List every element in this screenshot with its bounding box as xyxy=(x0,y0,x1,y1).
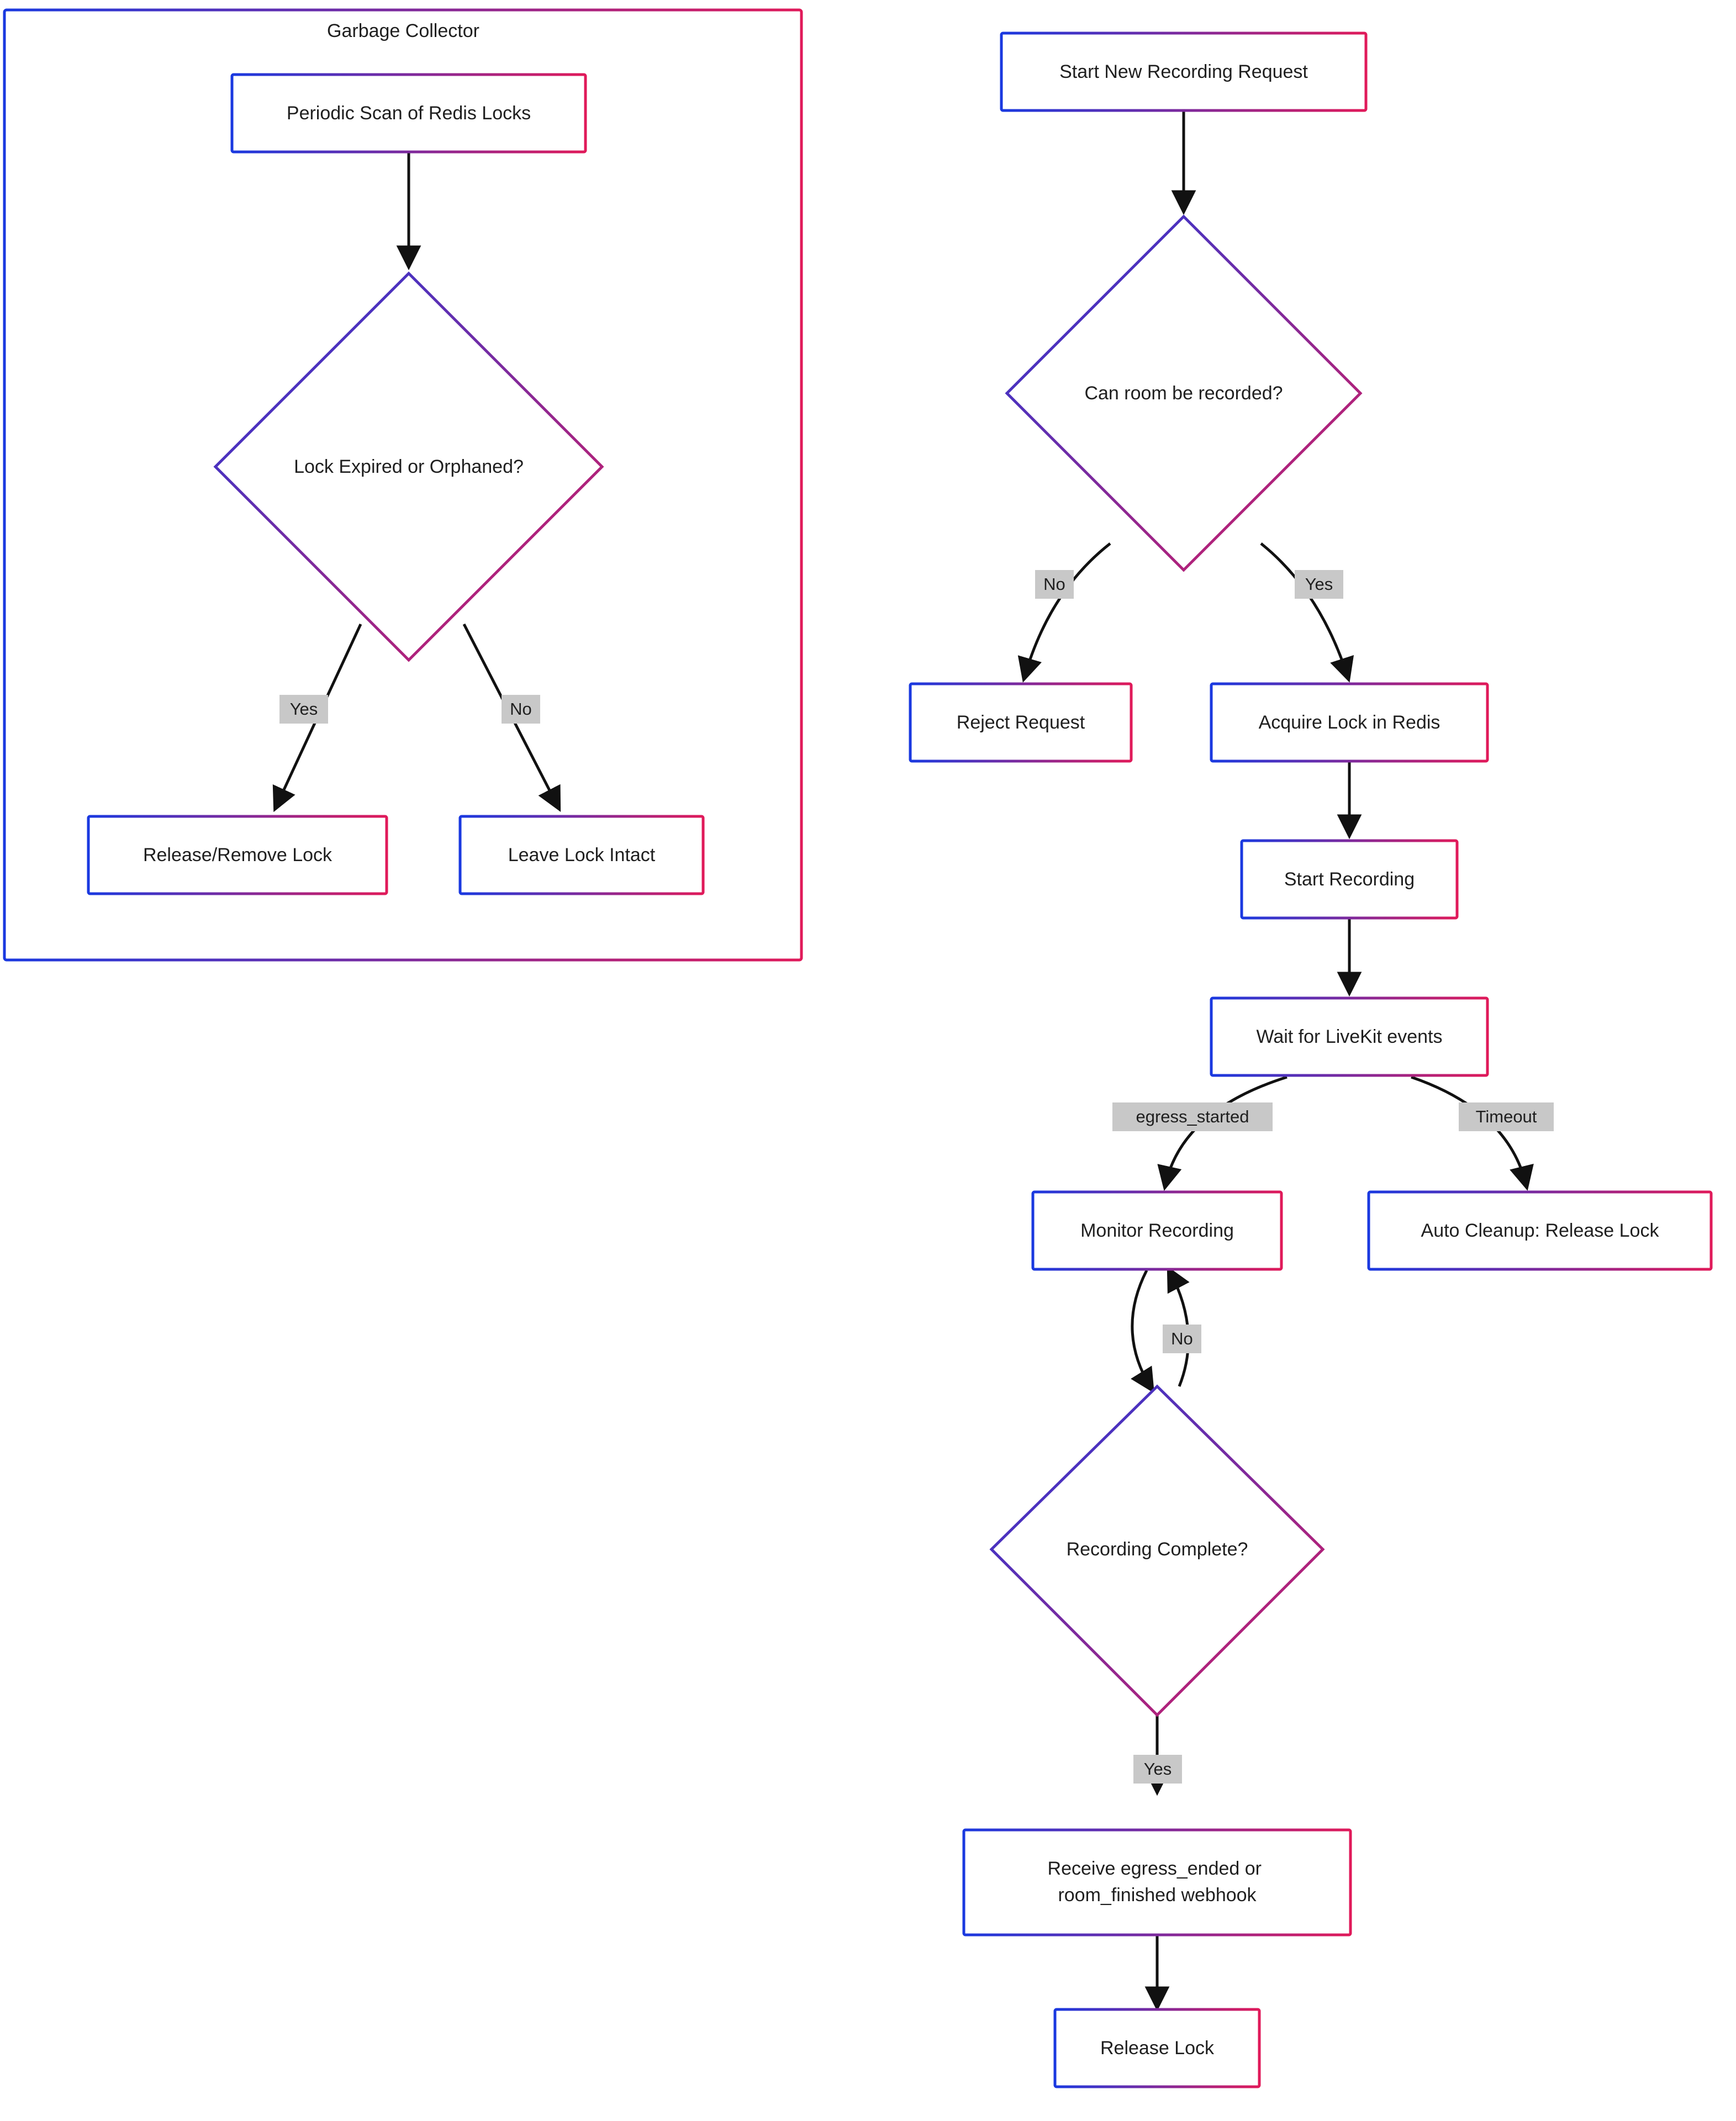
edge-label-bg xyxy=(502,695,540,724)
node-label: Can room be recorded? xyxy=(1084,383,1283,404)
cluster-title: Garbage Collector xyxy=(327,20,479,41)
edge-canrec-to-acquire xyxy=(1260,542,1354,683)
node-shape xyxy=(458,815,705,895)
node-label: Start New Recording Request xyxy=(1059,61,1308,82)
node-label: Release Lock xyxy=(1100,2038,1215,2059)
node-shape xyxy=(1031,1190,1283,1271)
edge-label-bg xyxy=(1295,570,1343,599)
node-shape xyxy=(1240,839,1459,920)
edge-label-canrec-yes: Yes xyxy=(1295,570,1343,599)
node-shape xyxy=(87,815,388,895)
edge-label: egress_started xyxy=(1136,1107,1249,1126)
node-label: Monitor Recording xyxy=(1080,1220,1234,1241)
node-label-line-2: room_finished webhook xyxy=(1058,1885,1257,1906)
edge-label-canrec-no: No xyxy=(1035,570,1074,599)
node-label: Recording Complete? xyxy=(1067,1539,1248,1560)
node-shape xyxy=(230,73,587,154)
node-wait-for-livekit-events[interactable]: Wait for LiveKit events xyxy=(1210,996,1489,1077)
edge-label-bg xyxy=(279,695,328,724)
node-label: Lock Expired or Orphaned? xyxy=(294,456,524,477)
node-reject-request[interactable]: Reject Request xyxy=(909,682,1133,763)
node-recording-complete[interactable]: Recording Complete? xyxy=(989,1384,1325,1717)
node-shape xyxy=(962,1828,1352,1937)
node-can-room-be-recorded[interactable]: Can room be recorded? xyxy=(1005,214,1363,572)
edge-label: No xyxy=(1171,1329,1193,1348)
edge-label: No xyxy=(510,699,532,719)
node-release-lock[interactable]: Release Lock xyxy=(1053,2008,1261,2088)
node-label: Reject Request xyxy=(957,712,1085,733)
node-shape xyxy=(1210,996,1489,1077)
node-start-new-recording-request[interactable]: Start New Recording Request xyxy=(1000,31,1368,112)
node-start-recording[interactable]: Start Recording xyxy=(1240,839,1459,920)
node-shape xyxy=(1000,31,1368,112)
edge-label-gc-no: No xyxy=(502,695,540,724)
node-release-remove-lock[interactable]: Release/Remove Lock xyxy=(87,815,388,895)
edge-label-timeout: Timeout xyxy=(1459,1102,1554,1131)
node-auto-cleanup-release-lock[interactable]: Auto Cleanup: Release Lock xyxy=(1367,1190,1713,1271)
node-label: Wait for LiveKit events xyxy=(1257,1026,1443,1047)
node-shape xyxy=(989,1384,1325,1717)
node-periodic-scan-of-redis-locks[interactable]: Periodic Scan of Redis Locks xyxy=(230,73,587,154)
edge-label: Yes xyxy=(1305,574,1333,594)
edge-label-gc-yes: Yes xyxy=(279,695,328,724)
node-shape xyxy=(213,271,604,662)
edge-label-egress-started: egress_started xyxy=(1112,1102,1273,1131)
edge-label: Yes xyxy=(290,699,318,719)
edge-label-complete-yes: Yes xyxy=(1133,1755,1182,1784)
node-receive-webhook[interactable]: Receive egress_ended or room_finished we… xyxy=(962,1828,1352,1937)
edge-monitor-to-complete xyxy=(1131,1269,1154,1394)
node-label: Periodic Scan of Redis Locks xyxy=(287,103,531,124)
node-shape xyxy=(909,682,1133,763)
node-monitor-recording[interactable]: Monitor Recording xyxy=(1031,1190,1283,1271)
node-label: Leave Lock Intact xyxy=(508,845,656,866)
edge-label-bg xyxy=(1035,570,1074,599)
edge-label-bg xyxy=(1112,1102,1273,1131)
node-shape xyxy=(1367,1190,1713,1271)
edge-label-bg xyxy=(1459,1102,1554,1131)
node-acquire-lock-in-redis[interactable]: Acquire Lock in Redis xyxy=(1210,682,1489,763)
edge-label: Yes xyxy=(1144,1759,1172,1779)
edge-label: No xyxy=(1043,574,1065,594)
node-leave-lock-intact[interactable]: Leave Lock Intact xyxy=(458,815,705,895)
node-label-line-1: Receive egress_ended or xyxy=(1048,1858,1262,1879)
edge-canrec-to-reject xyxy=(1017,542,1111,683)
edge-label-bg xyxy=(1163,1325,1201,1353)
node-label: Release/Remove Lock xyxy=(143,845,333,866)
node-label: Start Recording xyxy=(1284,869,1415,890)
node-label: Auto Cleanup: Release Lock xyxy=(1421,1220,1660,1241)
edge-label-monitor-no: No xyxy=(1163,1325,1201,1353)
edge-label: Timeout xyxy=(1476,1107,1537,1126)
node-label-multiline: Receive egress_ended or room_finished we… xyxy=(1048,1858,1267,1906)
node-label: Acquire Lock in Redis xyxy=(1259,712,1440,733)
node-lock-expired-or-orphaned[interactable]: Lock Expired or Orphaned? xyxy=(213,271,604,662)
node-shape xyxy=(1005,214,1363,572)
node-shape xyxy=(1210,682,1489,763)
edge-label-bg xyxy=(1133,1755,1182,1784)
node-shape xyxy=(1053,2008,1261,2088)
